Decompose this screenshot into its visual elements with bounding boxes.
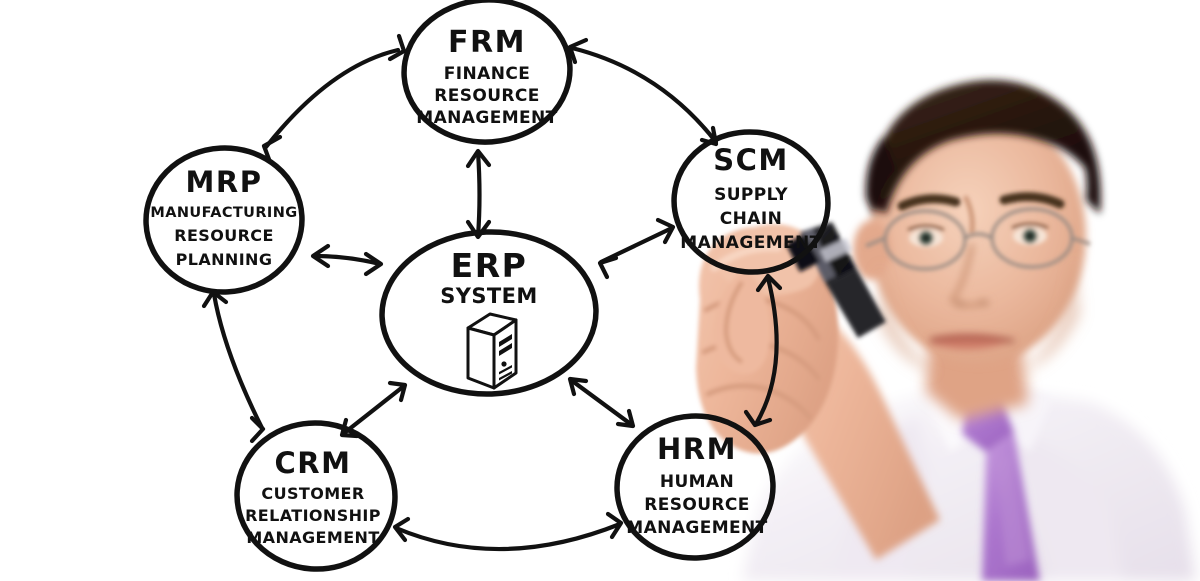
node-frm-line-1: FINANCE (444, 64, 530, 84)
node-frm-line-3: MANAGEMENT (416, 108, 557, 128)
eyeglasses-icon (865, 207, 1091, 271)
eyes (907, 222, 1049, 247)
node-erp-abbr: ERP (451, 246, 528, 285)
connector-mrp-frm (261, 33, 407, 165)
node-frm-line-2: RESOURCE (434, 86, 540, 106)
connector-crm-mrp (201, 289, 266, 444)
node-mrp-line-3: PLANNING (176, 250, 273, 269)
head (853, 108, 1086, 364)
connector-erp-scm (597, 217, 676, 280)
node-scm-abbr: SCM (713, 143, 789, 177)
node-hrm-line-2: RESOURCE (644, 495, 750, 515)
connector-scm-hrm (743, 273, 783, 428)
node-scm-line-1: SUPPLY (714, 185, 788, 205)
node-crm-abbr: CRM (275, 446, 352, 480)
eyebrows (897, 192, 1065, 235)
necktie (962, 396, 1040, 581)
node-mrp-line-2: RESOURCE (174, 226, 274, 245)
drawing-hand (696, 224, 839, 454)
node-crm-line-2: RELATIONSHIP (245, 506, 381, 525)
node-scm[interactable]: SCM SUPPLY CHAIN MANAGEMENT (668, 126, 834, 279)
node-scm-line-3: MANAGEMENT (680, 233, 821, 253)
face-shading (878, 256, 1080, 372)
server-tower-icon (466, 312, 518, 390)
node-scm-line-2: CHAIN (720, 209, 782, 229)
connector-erp-hrm (567, 376, 636, 429)
node-mrp-abbr: MRP (186, 165, 263, 199)
connector-erp-frm (465, 148, 492, 240)
node-crm-line-3: MANAGEMENT (246, 528, 379, 547)
connector-frm-scm (567, 37, 719, 147)
node-mrp[interactable]: MRP MANUFACTURING RESOURCE PLANNING (142, 144, 305, 296)
connector-hrm-crm (392, 511, 624, 552)
hair (865, 80, 1101, 216)
connector-erp-mrp (310, 243, 384, 277)
node-hrm-abbr: HRM (657, 432, 737, 466)
node-erp-center[interactable]: ERP SYSTEM (379, 228, 599, 397)
node-erp-line-1: SYSTEM (440, 284, 537, 308)
node-mrp-line-1: MANUFACTURING (150, 205, 297, 221)
node-frm-abbr: FRM (448, 25, 526, 60)
node-frm[interactable]: FRM FINANCE RESOURCE MANAGEMENT (399, 0, 575, 148)
node-crm-line-1: CUSTOMER (261, 484, 364, 503)
node-crm[interactable]: CRM CUSTOMER RELATIONSHIP MANAGEMENT (232, 418, 400, 575)
node-hrm-line-3: MANAGEMENT (626, 518, 767, 538)
marker-pen (786, 222, 886, 338)
node-hrm[interactable]: HRM HUMAN RESOURCE MANAGEMENT (613, 412, 776, 562)
node-hrm-line-1: HUMAN (660, 472, 734, 492)
nose-mouth (929, 243, 1015, 350)
connector-erp-crm (339, 380, 408, 439)
